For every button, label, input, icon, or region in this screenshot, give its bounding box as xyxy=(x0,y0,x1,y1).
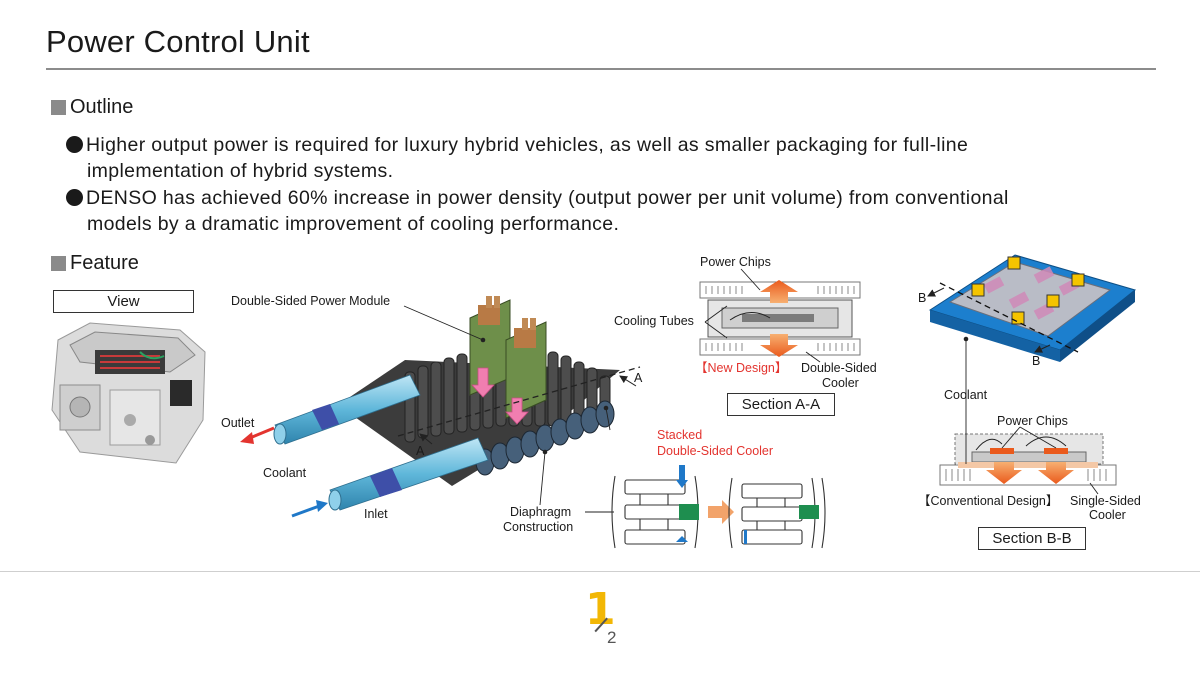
section-a-illustration xyxy=(699,268,861,363)
footer-divider xyxy=(0,571,1200,572)
section-a-label-box: Section A-A xyxy=(727,393,835,416)
section-a-power-chips: Power Chips xyxy=(700,255,771,269)
view-label-box: View xyxy=(53,290,194,313)
bullet-2-line-1: DENSO has achieved 60% increase in power… xyxy=(86,187,1009,209)
outline-bullet-2: DENSO has achieved 60% increase in power… xyxy=(66,185,1166,237)
bullet-1-line-2: implementation of hybrid systems. xyxy=(87,160,394,182)
section-a-cooling-tubes: Cooling Tubes xyxy=(614,314,694,328)
section-mark-a-top: A xyxy=(634,371,643,385)
section-mark-b-bottom: B xyxy=(1032,354,1040,368)
page-number-total: 2 xyxy=(607,628,617,647)
outlet-label: Outlet xyxy=(221,416,255,430)
section-b-cooler-1: Single-Sided xyxy=(1070,494,1141,508)
bullet-dot-icon xyxy=(66,136,83,153)
bullet-1-line-1: Higher output power is required for luxu… xyxy=(86,134,969,156)
bullet-2-line-2: models by a dramatic improvement of cool… xyxy=(87,213,620,235)
diaphragm-detail-illustration xyxy=(585,465,826,549)
outline-heading: Outline xyxy=(51,96,133,119)
diaphragm-label-1: Diaphragm xyxy=(510,505,571,519)
module-label: Double-Sided Power Module xyxy=(231,294,390,308)
section-mark-a-bottom: A xyxy=(416,444,425,458)
section-b-power-chips: Power Chips xyxy=(997,414,1068,428)
feature-heading-text: Feature xyxy=(70,252,139,274)
section-b-cooler-2: Cooler xyxy=(1089,508,1126,522)
stacked-cooler-label-1: Stacked xyxy=(657,428,702,442)
page-title: Power Control Unit xyxy=(46,24,310,59)
pcu-photo-illustration xyxy=(51,322,206,464)
stacked-cooler-illustration xyxy=(240,296,641,518)
section-a-new-design: 【New Design】 xyxy=(695,361,787,375)
title-divider xyxy=(46,68,1156,70)
square-bullet-icon xyxy=(51,100,66,115)
stacked-cooler-label-2: Double-Sided Cooler xyxy=(657,444,773,458)
square-bullet-icon xyxy=(51,256,66,271)
section-b-illustration xyxy=(939,388,1117,495)
bullet-dot-icon xyxy=(66,189,83,206)
feature-heading: Feature xyxy=(51,252,139,275)
section-b-conventional: 【Conventional Design】 xyxy=(918,494,1058,508)
section-a-cooler-2: Cooler xyxy=(822,376,859,390)
outline-bullet-1: Higher output power is required for luxu… xyxy=(66,132,1166,184)
section-mark-b-top: B xyxy=(918,291,926,305)
section-b-label-box: Section B-B xyxy=(978,527,1086,550)
coolant-label: Coolant xyxy=(263,466,307,480)
section-a-cooler-1: Double-Sided xyxy=(801,361,877,375)
diaphragm-label-2: Construction xyxy=(503,520,573,534)
outline-heading-text: Outline xyxy=(70,96,134,118)
inlet-label: Inlet xyxy=(364,507,388,521)
single-sided-module-illustration xyxy=(927,254,1137,388)
